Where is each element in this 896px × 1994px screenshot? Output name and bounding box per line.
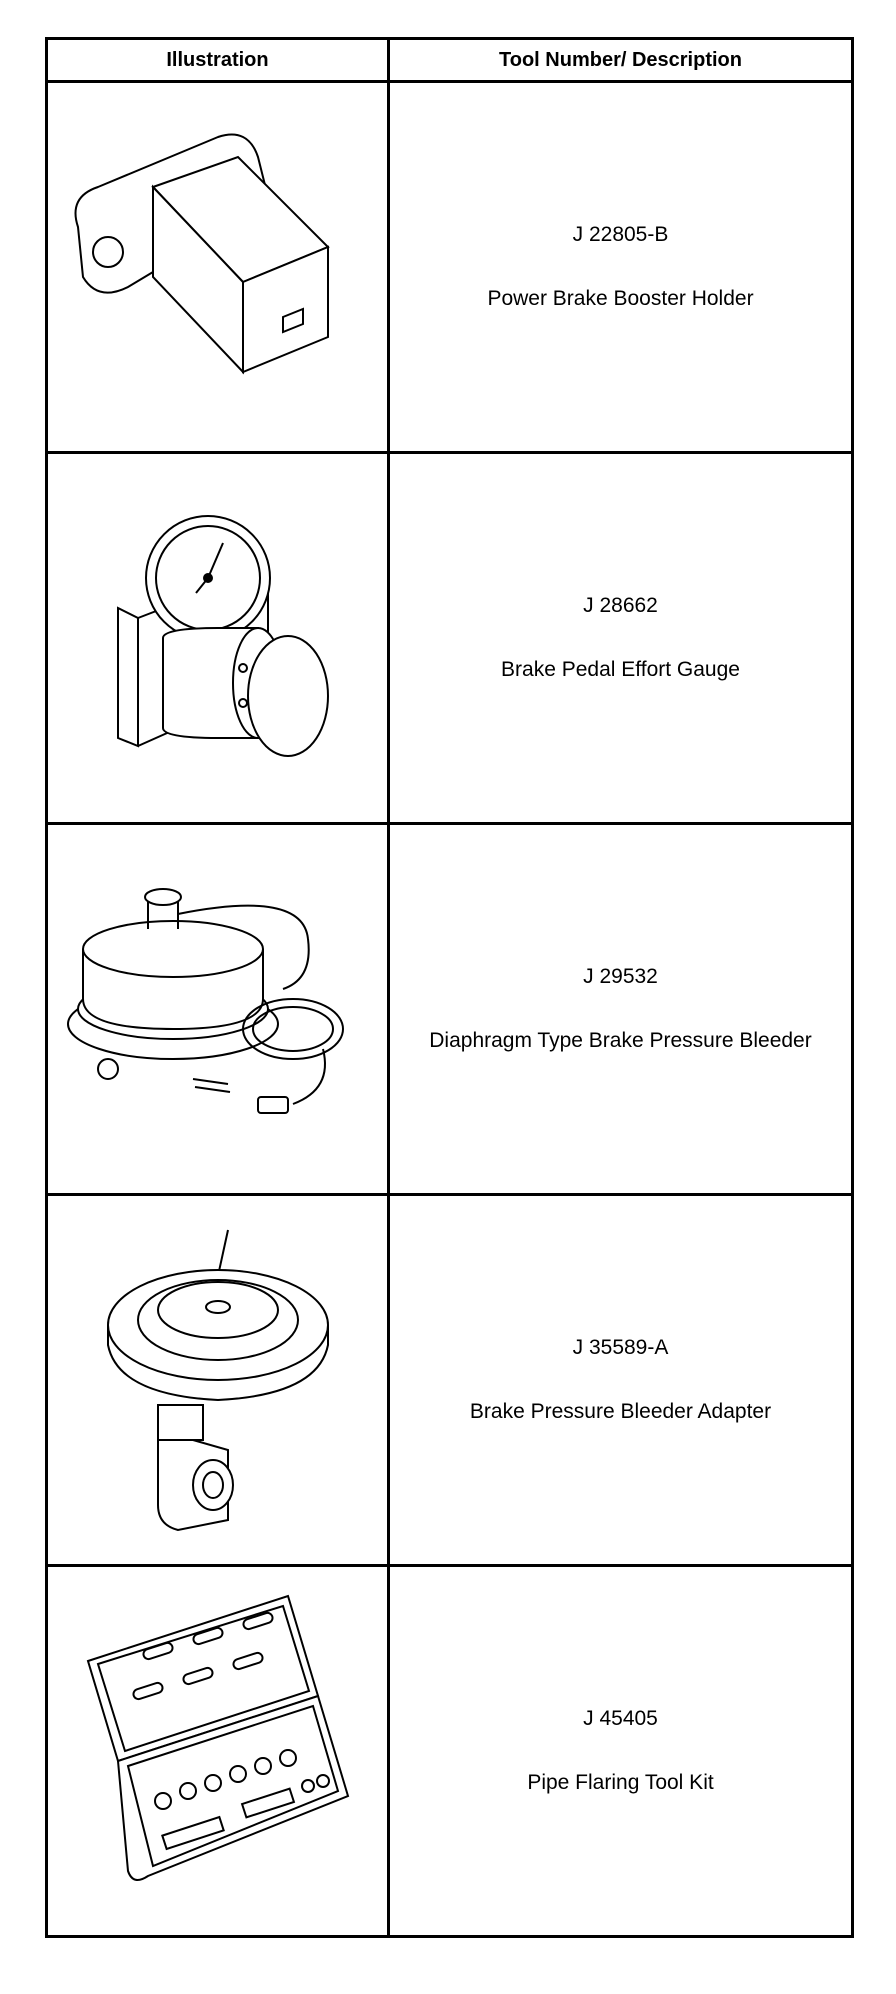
bleeder-adapter-illustration [98, 1215, 338, 1545]
special-tools-table: Illustration Tool Number/ Description J … [45, 37, 854, 1938]
tool-number: J 45405 [583, 1707, 658, 1730]
description-cell: J 35589-A Brake Pressure Bleeder Adapter [387, 1193, 854, 1567]
tool-number: J 29532 [583, 965, 658, 988]
flaring-tool-kit-illustration [73, 1586, 363, 1916]
description-cell: J 22805-B Power Brake Booster Holder [387, 80, 854, 454]
table-row: J 29532 Diaphragm Type Brake Pressure Bl… [45, 822, 854, 1196]
illustration-cell [45, 822, 390, 1196]
illustration-cell [45, 451, 390, 825]
table-row: J 35589-A Brake Pressure Bleeder Adapter [45, 1193, 854, 1567]
header-illustration: Illustration [45, 37, 390, 83]
tool-description: Power Brake Booster Holder [487, 287, 754, 310]
tool-description: Diaphragm Type Brake Pressure Bleeder [429, 1029, 812, 1052]
pedal-effort-gauge-illustration [98, 488, 338, 788]
description-cell: J 45405 Pipe Flaring Tool Kit [387, 1564, 854, 1938]
table-row: J 22805-B Power Brake Booster Holder [45, 80, 854, 454]
tool-number: J 35589-A [572, 1336, 669, 1359]
tool-description: Pipe Flaring Tool Kit [527, 1771, 714, 1794]
description-cell: J 28662 Brake Pedal Effort Gauge [387, 451, 854, 825]
header-tool-number-description: Tool Number/ Description [387, 37, 854, 83]
table-row: J 45405 Pipe Flaring Tool Kit [45, 1564, 854, 1938]
tool-number: J 22805-B [572, 223, 669, 246]
table-row: J 28662 Brake Pedal Effort Gauge [45, 451, 854, 825]
pressure-bleeder-illustration [53, 879, 383, 1139]
illustration-cell [45, 1193, 390, 1567]
illustration-cell [45, 1564, 390, 1938]
description-cell: J 29532 Diaphragm Type Brake Pressure Bl… [387, 822, 854, 1196]
illustration-cell [45, 80, 390, 454]
table-header-row: Illustration Tool Number/ Description [45, 37, 854, 83]
tool-description: Brake Pressure Bleeder Adapter [469, 1400, 772, 1423]
brake-booster-holder-illustration [58, 117, 378, 417]
tool-description: Brake Pedal Effort Gauge [501, 658, 740, 681]
tool-number: J 28662 [583, 594, 658, 617]
